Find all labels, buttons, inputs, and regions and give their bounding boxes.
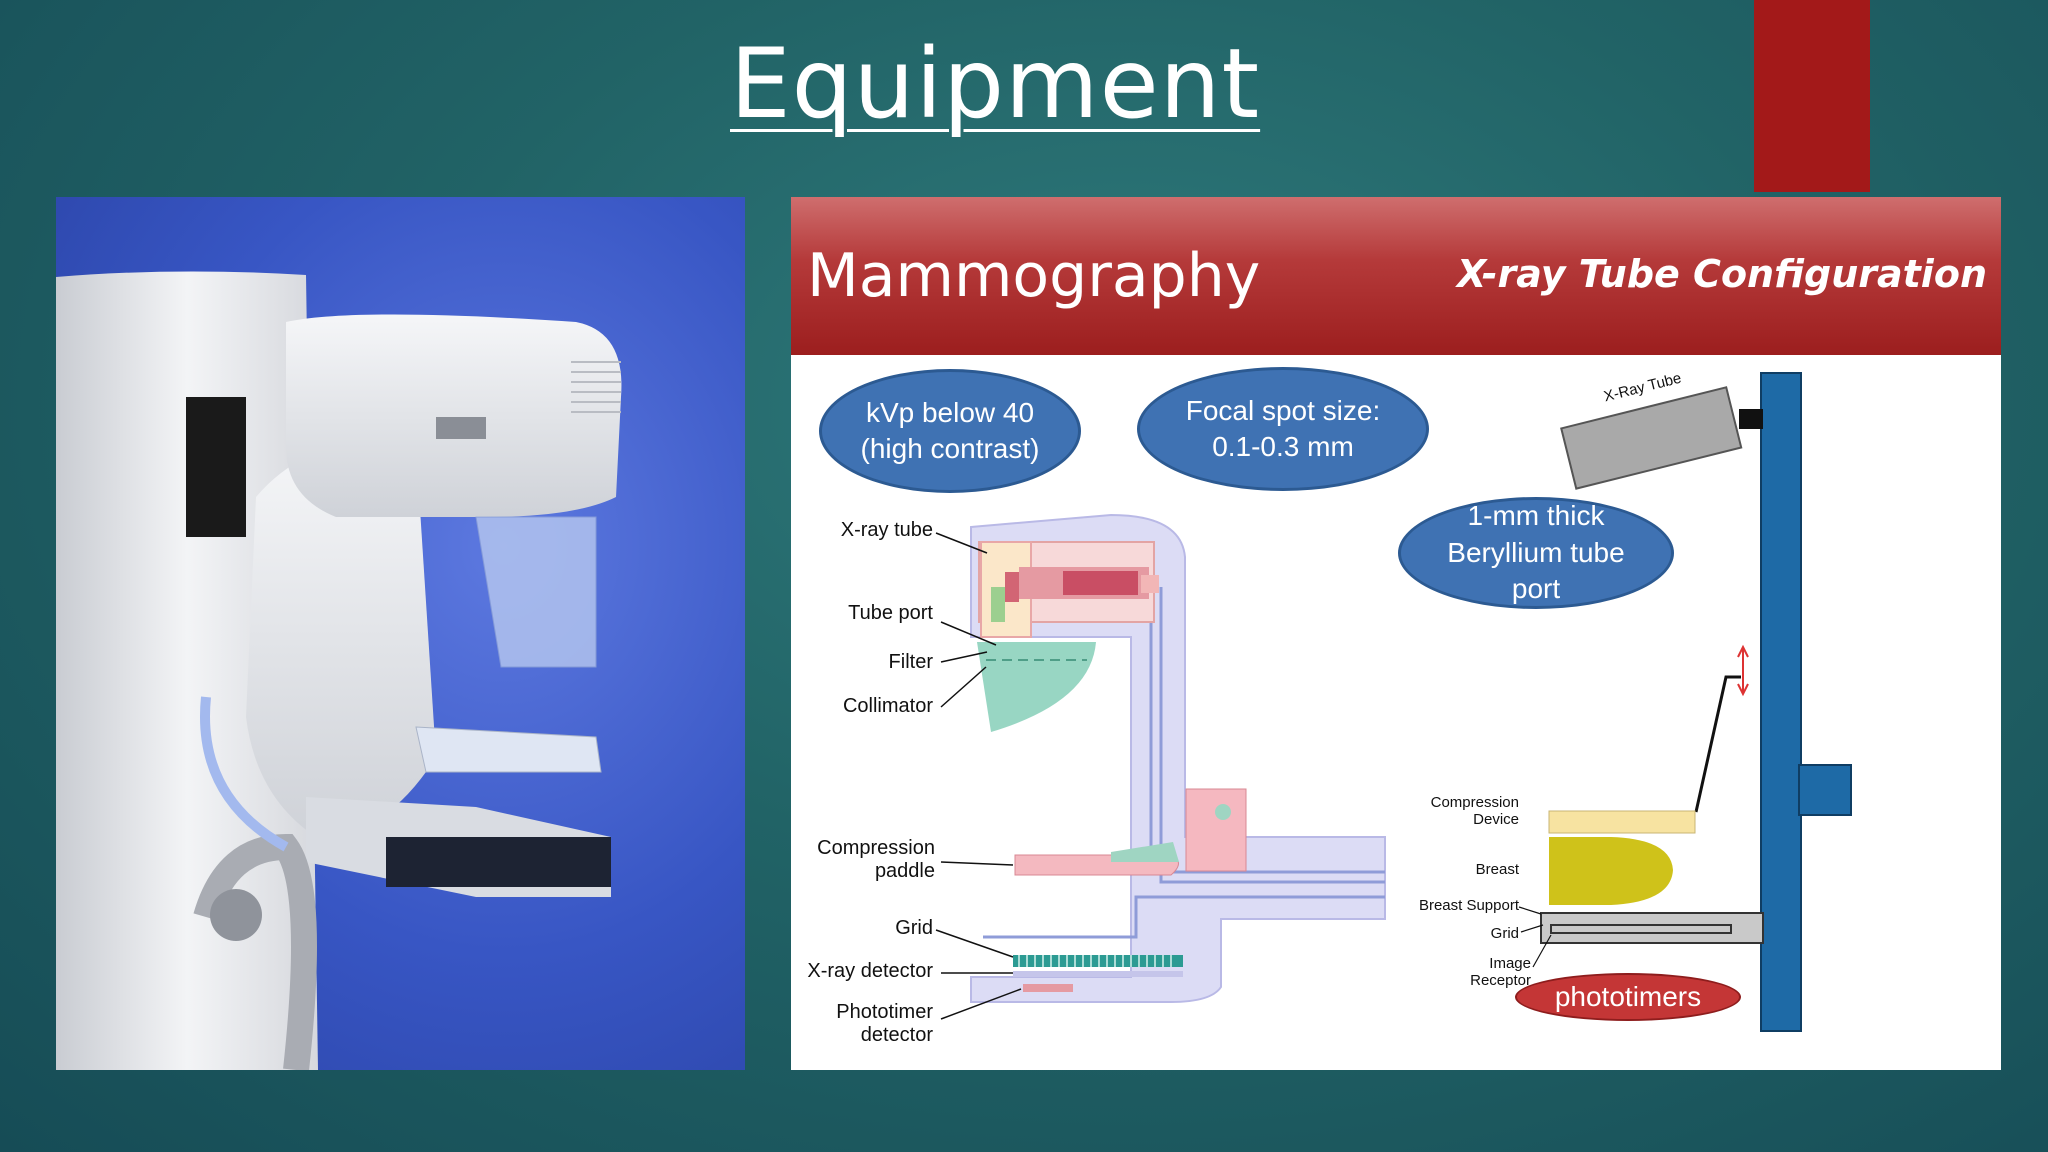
phototimers-callout: phototimers bbox=[1515, 973, 1741, 1021]
label-compression-device: Compression Device bbox=[1419, 794, 1519, 828]
label-filter: Filter bbox=[811, 651, 933, 674]
label-collimator: Collimator bbox=[801, 695, 933, 718]
label-image-receptor: Image Receptor bbox=[1431, 955, 1531, 989]
focal-spot-callout: Focal spot size: 0.1-0.3 mm bbox=[1137, 367, 1429, 491]
label-phototimer-detector: Phototimer detector bbox=[801, 1001, 933, 1047]
label-xray-tube: X-ray tube bbox=[811, 519, 933, 542]
label-grid: Grid bbox=[811, 917, 933, 940]
mammography-machine-photo bbox=[56, 197, 745, 1070]
machine-illustration bbox=[56, 197, 745, 1070]
label-breast-support: Breast Support bbox=[1399, 897, 1519, 914]
label-right-grid: Grid bbox=[1419, 925, 1519, 942]
label-xray-detector: X-ray detector bbox=[791, 960, 933, 983]
xray-tube-diagram: Mammography X-ray Tube Configuration bbox=[791, 197, 2001, 1070]
diagram-drawing bbox=[791, 197, 2001, 1070]
accent-bar bbox=[1754, 0, 1870, 192]
label-compression-paddle: Compression paddle bbox=[791, 837, 935, 883]
slide-title: Equipment bbox=[730, 28, 1260, 140]
label-tube-port: Tube port bbox=[811, 602, 933, 625]
label-breast: Breast bbox=[1419, 861, 1519, 878]
kvp-callout: kVp below 40 (high contrast) bbox=[819, 369, 1081, 493]
beryllium-port-callout: 1-mm thick Beryllium tube port bbox=[1398, 497, 1674, 609]
